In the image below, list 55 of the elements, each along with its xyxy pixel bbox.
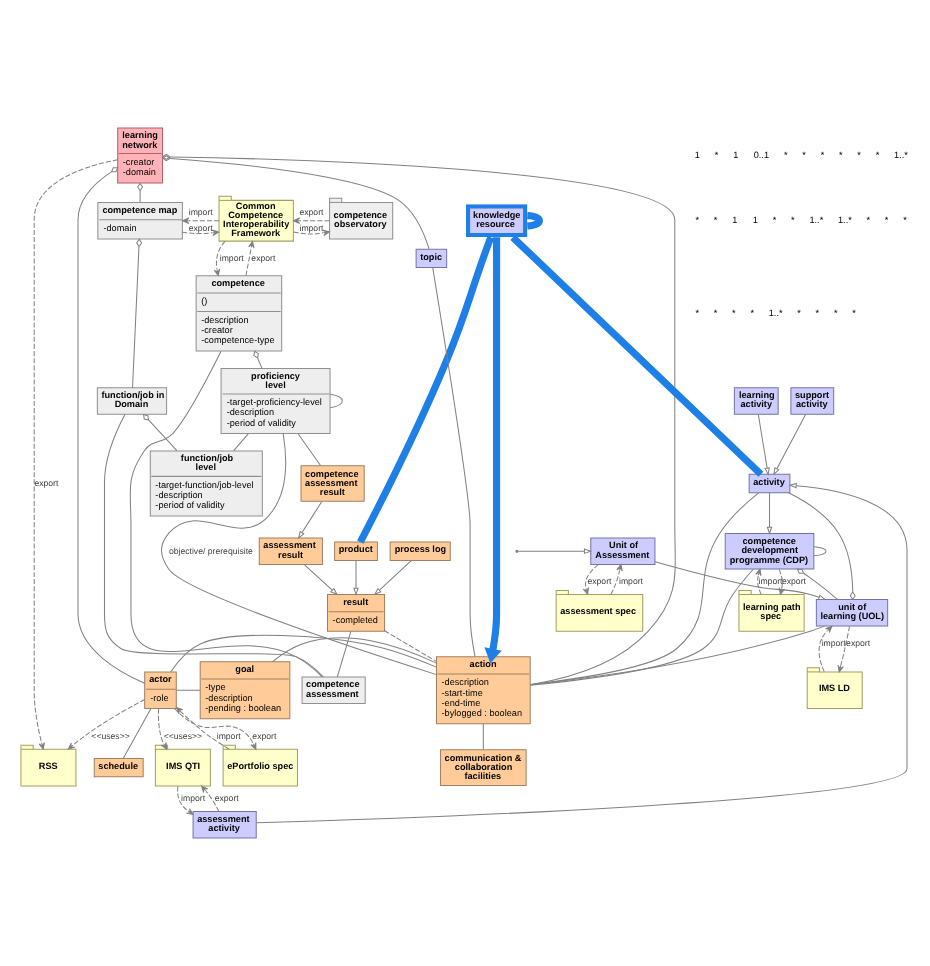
arrow [353, 560, 359, 596]
connector [384, 630, 437, 662]
connector [233, 433, 249, 452]
arrow [33, 159, 119, 750]
arrow [766, 492, 773, 535]
connector [142, 413, 178, 452]
arrow [176, 707, 230, 750]
arrow [67, 698, 146, 750]
connector [482, 723, 484, 750]
connector [510, 234, 764, 477]
arrow [201, 785, 220, 812]
arrow [837, 625, 851, 673]
connector [529, 625, 825, 686]
arrow [773, 414, 807, 476]
connector [175, 689, 201, 691]
arrow [610, 564, 623, 595]
arrow [654, 561, 827, 600]
connector [529, 492, 760, 686]
arrow [778, 568, 785, 595]
connector [122, 708, 152, 759]
arrow [757, 414, 770, 476]
connector [161, 433, 437, 676]
arrow [484, 237, 502, 664]
arrow [755, 568, 762, 595]
arrow [517, 548, 593, 555]
connector [530, 568, 754, 686]
connector [253, 350, 263, 369]
connector [357, 235, 495, 544]
arrow [174, 708, 257, 750]
connector [77, 167, 146, 684]
connector [796, 568, 839, 601]
connector [329, 393, 343, 409]
connector [336, 630, 352, 678]
arrow [303, 564, 338, 596]
connector [272, 637, 437, 664]
arrow [157, 708, 168, 750]
connector [137, 182, 144, 203]
arrow [818, 625, 833, 673]
arrow [182, 217, 220, 224]
connector [526, 212, 543, 230]
arrow [293, 217, 331, 224]
connector [297, 433, 321, 466]
arrow [177, 785, 194, 815]
arrow [582, 564, 599, 595]
connector [170, 634, 437, 673]
connector [132, 238, 143, 389]
connector [432, 267, 476, 657]
arrow [293, 229, 330, 237]
arrow [373, 560, 412, 596]
arrow [181, 229, 220, 237]
arrow [245, 240, 255, 277]
connector [788, 492, 856, 601]
arrow [297, 500, 323, 540]
connector [813, 546, 827, 557]
arrow [213, 240, 226, 277]
